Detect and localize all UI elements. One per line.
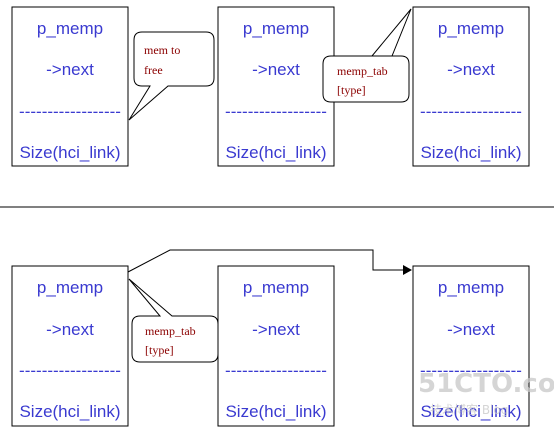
top-memp-box-2: p_memp ->next ------------------ Size(hc… [217, 6, 335, 167]
pointer-label: p_memp [438, 278, 504, 297]
bottom-memp-box-1: p_memp ->next ------------------ Size(hc… [11, 265, 129, 427]
pointer-label: p_memp [37, 19, 103, 38]
watermark-logo: 51CTO.com [418, 369, 554, 399]
size-label: Size(hci_link) [225, 402, 326, 421]
callout-memp-tab-top: memp_tab [type] [322, 8, 412, 103]
bottom-memp-box-3: p_memp ->next ------------------ Size(hc… [412, 265, 530, 427]
next-label: ->next [252, 60, 300, 79]
callout-line-2: free [144, 63, 163, 77]
top-memp-box-1: p_memp ->next ------------------ Size(hc… [11, 6, 129, 167]
size-label: Size(hci_link) [420, 402, 521, 421]
bottom-row: p_memp ->next ------------------ Size(hc… [11, 249, 554, 427]
divider-label: ------------------ [420, 361, 522, 380]
next-label: ->next [46, 320, 94, 339]
divider-label: ------------------ [225, 361, 327, 380]
divider-label: ------------------ [420, 102, 522, 121]
next-pointer-arrow [127, 249, 412, 275]
pointer-label: p_memp [37, 278, 103, 297]
watermark: 51CTO.com 技术博客 Blog [418, 369, 554, 417]
pointer-label: p_memp [243, 278, 309, 297]
callout-line-1: memp_tab [337, 64, 388, 78]
watermark-sub: 技术博客 Blog [430, 402, 508, 417]
callout-line-2: [type] [337, 83, 366, 97]
callout-mem-to-free: mem to free [128, 31, 215, 121]
next-label: ->next [46, 60, 94, 79]
size-label: Size(hci_link) [420, 143, 521, 162]
pointer-label: p_memp [243, 19, 309, 38]
pointer-label: p_memp [438, 19, 504, 38]
callout-line-2: [type] [145, 343, 174, 357]
divider-label: ------------------ [225, 102, 327, 121]
top-row: p_memp ->next ------------------ Size(hc… [11, 6, 530, 167]
top-memp-box-3: p_memp ->next ------------------ Size(hc… [412, 6, 530, 167]
size-label: Size(hci_link) [19, 402, 120, 421]
bottom-memp-box-2: p_memp ->next ------------------ Size(hc… [217, 265, 335, 427]
next-label: ->next [447, 320, 495, 339]
callout-line-1: memp_tab [145, 324, 196, 338]
next-label: ->next [447, 60, 495, 79]
callout-memp-tab-bottom: memp_tab [type] [128, 278, 219, 363]
divider-label: ------------------ [19, 102, 121, 121]
next-label: ->next [252, 320, 300, 339]
size-label: Size(hci_link) [225, 143, 326, 162]
callout-line-1: mem to [144, 43, 180, 57]
size-label: Size(hci_link) [19, 143, 120, 162]
divider-label: ------------------ [19, 361, 121, 380]
